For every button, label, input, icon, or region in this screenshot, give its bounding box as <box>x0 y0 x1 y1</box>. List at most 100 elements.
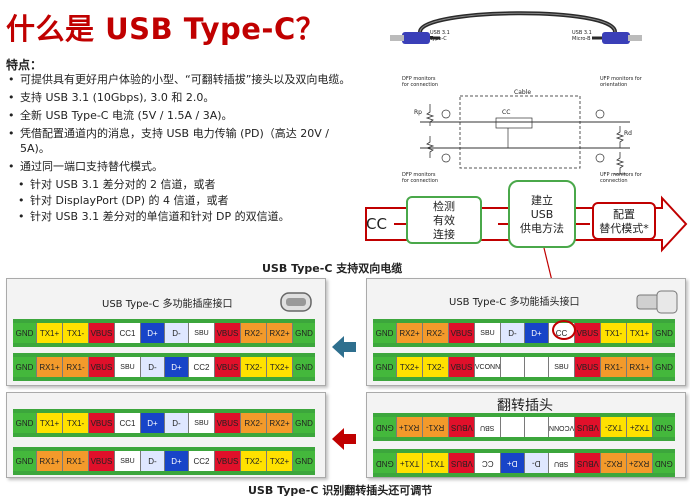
pin-label: RX1- <box>66 362 85 372</box>
flow-mode-box: 配置 替代模式* <box>592 202 656 240</box>
pin-label: VBUS <box>90 328 113 338</box>
pin-cc: CC <box>475 453 501 473</box>
pin-gnd: GND <box>653 323 675 343</box>
pin-label: TX2- <box>604 422 623 432</box>
schematic-rp-label: Rp <box>414 109 422 116</box>
cable-right-label: USB 3.1 Micro-B <box>572 30 592 42</box>
flow-detect-box: 检测 有效 连接 <box>406 196 482 244</box>
pin-vbus: VBUS <box>575 323 601 343</box>
pin-tx1-minus: TX1- <box>601 323 627 343</box>
pin-label: GND <box>375 328 394 338</box>
pin-rx2-plus: RX2+ <box>627 453 653 473</box>
cc-highlight-circle <box>552 320 576 340</box>
pin-label: D- <box>148 456 157 466</box>
pin-label: VBUS <box>576 422 599 432</box>
pin-label: GND <box>295 362 313 372</box>
arrow-left-blue-icon <box>332 336 356 358</box>
pin-tx2-plus: TX2+ <box>267 451 293 471</box>
pin-label: VBUS <box>450 328 473 338</box>
pin-tx1-plus: TX1+ <box>37 413 63 433</box>
schematic-rd-label: Rd <box>624 130 632 137</box>
pin-rx2-plus: RX2+ <box>267 413 293 433</box>
pin-label: RX2+ <box>399 328 420 338</box>
pin-label: GND <box>295 456 313 466</box>
pin-gnd: GND <box>13 413 37 433</box>
pin-vbus: VBUS <box>449 453 475 473</box>
pin-gnd: GND <box>653 357 675 377</box>
pin-label: GND <box>655 362 673 372</box>
arrow-left-red-icon <box>332 428 356 450</box>
pin-label: SBU <box>480 329 495 337</box>
pin-label: TX1- <box>66 328 85 338</box>
pin-label: D- <box>172 418 181 428</box>
pin-label: SBU <box>120 363 135 371</box>
pin-rx2-minus: RX2- <box>241 413 267 433</box>
pin-rx1-minus: RX1- <box>601 357 627 377</box>
pin-cc1: CC1 <box>115 413 141 433</box>
pin-label: CC <box>481 458 494 468</box>
pin-label: CC2 <box>193 456 210 466</box>
pin-label: SBU <box>554 363 569 371</box>
pin-label: TX2+ <box>269 456 290 466</box>
pin-label: VBUS <box>90 362 113 372</box>
pin-label: D+ <box>171 362 182 372</box>
pin-sbu: SBU <box>475 417 501 437</box>
pin-label: TX1+ <box>399 458 420 468</box>
pin-label: RX1- <box>426 422 445 432</box>
pin-blank <box>501 357 525 377</box>
pin-cc1: CC1 <box>115 323 141 343</box>
pin-vconn: VCONN <box>475 357 501 377</box>
pin-label: GND <box>295 418 313 428</box>
pin-gnd: GND <box>373 357 397 377</box>
pin-label: RX2+ <box>269 418 290 428</box>
pin-rx1-plus: RX1+ <box>627 357 653 377</box>
pin-vbus: VBUS <box>215 413 241 433</box>
pin-label: GND <box>375 422 394 432</box>
cable-photo <box>380 2 650 72</box>
pin-label: RX1+ <box>39 456 60 466</box>
pin-rx2-minus: RX2- <box>601 453 627 473</box>
pin-label: VBUS <box>216 362 239 372</box>
pin-tx2-minus: TX2- <box>241 451 267 471</box>
pin-tx1-plus: TX1+ <box>627 323 653 343</box>
pin-tx1-plus: TX1+ <box>37 323 63 343</box>
pin-rx2-plus: RX2+ <box>397 323 423 343</box>
pin-d-minus: D- <box>165 413 189 433</box>
pin-label: GND <box>295 328 313 338</box>
pin-vbus: VBUS <box>89 413 115 433</box>
pin-label: TX2+ <box>399 362 420 372</box>
pin-gnd: GND <box>13 357 37 377</box>
pin-label: VBUS <box>576 362 599 372</box>
pin-d-plus: D+ <box>141 413 165 433</box>
pin-label: TX1+ <box>39 328 60 338</box>
pin-label: TX1+ <box>39 418 60 428</box>
page-title: 什么是 USB Type-C？ <box>6 12 326 46</box>
pin-label: GND <box>655 422 673 432</box>
pin-vbus: VBUS <box>449 417 475 437</box>
pin-label: CC1 <box>119 418 136 428</box>
pin-label: CC2 <box>193 362 210 372</box>
pin-label: D+ <box>147 418 158 428</box>
feature-bullet: 凭借配置通道内的消息，支持 USB 电力传输 (PD)（高达 20V / 5A)… <box>8 126 360 156</box>
feature-bullet: 全新 USB Type-C 电流 (5V / 1.5A / 3A)。 <box>8 108 360 123</box>
pin-rx1-minus: RX1- <box>63 357 89 377</box>
pin-label: VBUS <box>450 458 473 468</box>
pin-blank <box>501 417 525 437</box>
pin-label: RX2- <box>604 458 623 468</box>
pin-vbus: VBUS <box>215 357 241 377</box>
pin-label: SBU <box>554 459 569 467</box>
plug-icon <box>636 290 678 314</box>
pin-label: D+ <box>147 328 158 338</box>
pin-label: CC1 <box>119 328 136 338</box>
pin-sbu: SBU <box>115 357 141 377</box>
pin-gnd: GND <box>293 451 315 471</box>
pin-d-plus: D+ <box>525 323 549 343</box>
pin-tx2-plus: TX2+ <box>627 417 653 437</box>
type-c-plug-tip <box>390 35 404 41</box>
pin-label: TX1- <box>604 328 623 338</box>
pin-label: TX2+ <box>269 362 290 372</box>
